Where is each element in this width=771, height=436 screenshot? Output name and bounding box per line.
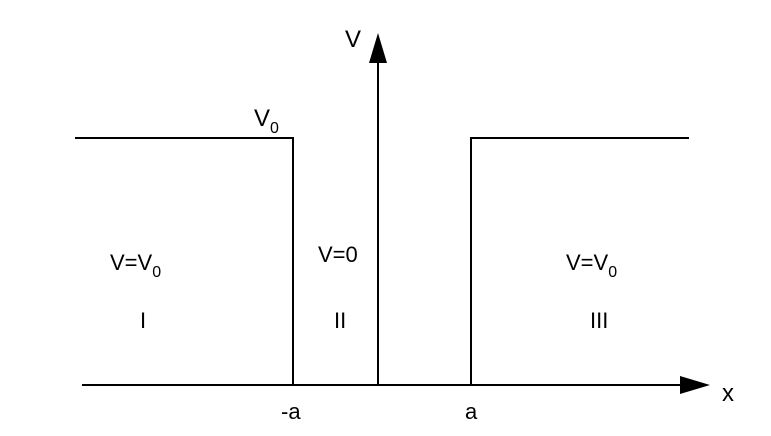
region-right-equation: V=V0: [566, 250, 617, 281]
right-barrier-outline: [470, 137, 689, 385]
potential-level-base: V: [254, 105, 270, 132]
left-barrier-outline: [75, 137, 294, 385]
x-axis-label: x: [722, 380, 734, 407]
region-right-eq-subscript: 0: [608, 264, 617, 281]
potential-level-subscript: 0: [270, 120, 279, 137]
region-middle-equation: V=0: [318, 242, 358, 267]
region-left-eq-base: V=V: [110, 250, 153, 275]
potential-level-label: V0: [254, 105, 279, 137]
left-edge-marker: -a: [281, 399, 301, 424]
region-left-equation: V=V0: [110, 250, 161, 281]
region-right-eq-base: V=V: [566, 250, 609, 275]
y-axis-label: V: [345, 26, 361, 53]
right-edge-marker: a: [465, 399, 478, 424]
region-right-numeral: III: [590, 308, 608, 333]
region-left-eq-subscript: 0: [152, 264, 161, 281]
region-left-numeral: I: [140, 308, 146, 333]
y-axis-arrowhead: [369, 33, 387, 63]
region-middle-numeral: II: [334, 308, 346, 333]
x-axis-arrowhead: [680, 376, 710, 394]
